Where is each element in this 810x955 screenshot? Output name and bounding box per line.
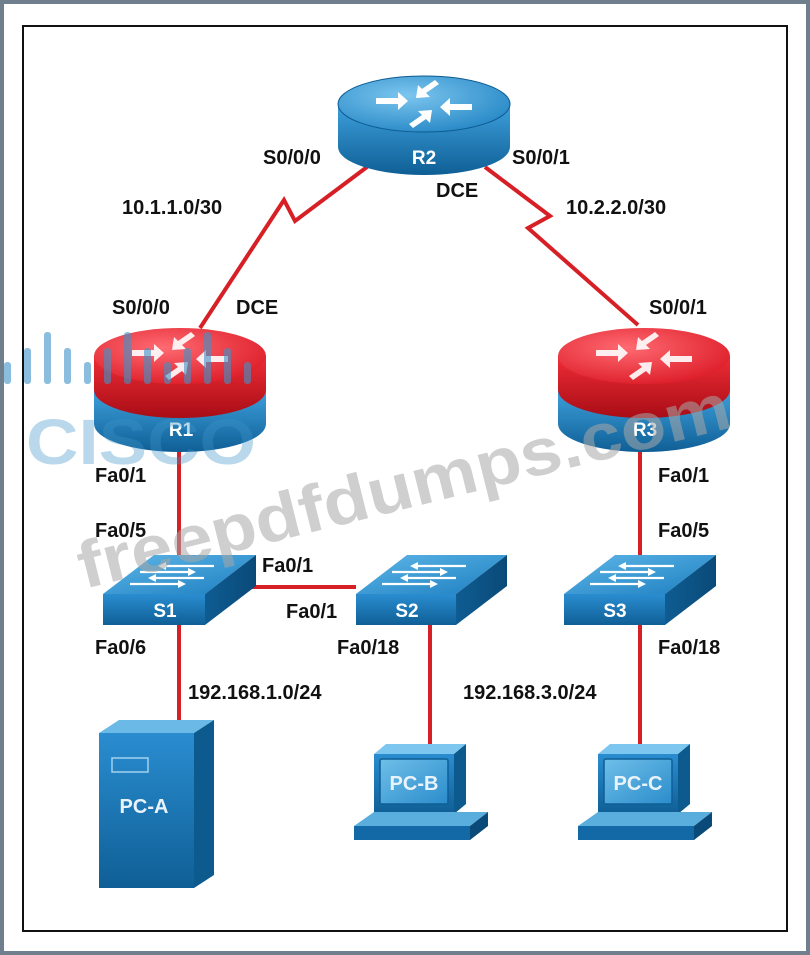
network-topology-diagram: R2 R1 R3 [4,25,788,932]
switch-s3-name: S3 [603,601,626,622]
switch-arrows-icon [590,562,674,588]
switch-arrows-icon [382,562,466,588]
network-r1-r2-label: 10.1.1.0/30 [122,197,222,219]
router-r2-name: R2 [412,148,436,169]
cisco-logo-text: CISCO [26,406,256,478]
r1-s000-label: S0/0/0 [112,297,170,319]
pc-a: PC-A [99,720,214,888]
r2-dce-label: DCE [436,180,478,202]
router-arrows-icon [376,80,472,128]
network-lan3-label: 192.168.3.0/24 [463,682,597,704]
s3-fa05-label: Fa0/5 [658,520,709,542]
s2-fa01-label: Fa0/1 [286,601,337,623]
router-r1-name: R1 [169,420,194,441]
s3-fa018-label: Fa0/18 [658,637,720,659]
router-arrows-icon [596,332,692,380]
r3-s001-label: S0/0/1 [649,297,707,319]
link-r2-r3 [483,165,640,327]
pc-b-name: PC-B [390,773,439,795]
router-r1: R1 [94,328,266,452]
pc-c: PC-C [578,744,712,840]
r3-fa01-label: Fa0/1 [658,465,709,487]
switch-s1: S1 [103,555,256,625]
router-r2: R2 [337,75,511,175]
switch-s2-name: S2 [395,601,418,622]
s1-fa01-label: Fa0/1 [262,555,313,577]
r1-dce-label: DCE [236,297,278,319]
router-r3: R3 [558,328,730,452]
pc-b: PC-B [354,744,488,840]
s1-fa05-label: Fa0/5 [95,520,146,542]
network-lan1-label: 192.168.1.0/24 [188,682,322,704]
link-r1-r2 [198,165,369,330]
switch-arrows-icon [130,562,214,588]
r2-s001-label: S0/0/1 [512,147,570,169]
cisco-logo-watermark: CISCO [4,332,256,478]
s2-fa018-label: Fa0/18 [337,637,399,659]
router-r3-name: R3 [633,420,657,441]
pc-c-name: PC-C [614,773,663,795]
diagram-border [22,25,788,932]
r1-fa01-label: Fa0/1 [95,465,146,487]
diagram-frame: R2 R1 R3 [4,4,806,951]
switch-s3: S3 [564,555,716,625]
switch-s1-name: S1 [153,601,177,622]
drive-bay-icon [111,757,149,773]
switch-s2: S2 [356,555,507,625]
network-r2-r3-label: 10.2.2.0/30 [566,197,666,219]
pc-a-name: PC-A [120,796,169,818]
r2-s000-label: S0/0/0 [263,147,321,169]
s1-fa06-label: Fa0/6 [95,637,146,659]
